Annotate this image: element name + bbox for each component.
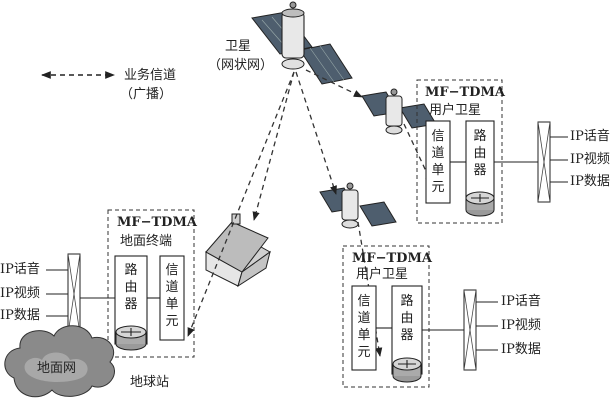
ip-interface-left-icon — [46, 253, 81, 346]
ip-interface-top-icon — [537, 121, 568, 203]
service-left-video: IP视频 — [0, 286, 40, 301]
ground-network-label: 地面网 — [37, 361, 77, 376]
router-top-icon — [465, 191, 495, 217]
ground-terminal-title: MF−TDMA — [117, 215, 197, 230]
ip-interface-bottom-icon — [463, 289, 498, 371]
user-terminal-top-subtitle: 用户卫星 — [429, 103, 482, 118]
channel-unit-ground-label: 信道单元 — [165, 263, 179, 329]
user-satellite-bottom-icon — [319, 182, 397, 229]
service-top-voice: IP话音 — [570, 129, 610, 144]
service-left-voice: IP话音 — [0, 262, 40, 277]
user-terminal-bottom-box — [342, 245, 430, 388]
user-terminal-top-title: MF−TDMA — [425, 85, 505, 100]
channel-unit-bottom-label: 信道单元 — [357, 294, 371, 360]
service-bottom-voice: IP话音 — [501, 294, 541, 309]
user-terminal-top-box — [416, 79, 503, 224]
house-icon — [205, 213, 271, 288]
channel-unit-top-box — [425, 120, 451, 204]
main-satellite-icon — [251, 1, 353, 85]
channel-unit-top-label: 信道单元 — [431, 129, 445, 195]
router-ground-icon — [115, 325, 147, 351]
legend-label-line2: （广播） — [120, 87, 173, 102]
router-bottom-icon — [392, 357, 422, 383]
service-top-data: IP数据 — [570, 174, 610, 189]
satellite-network-type: （网状网） — [208, 58, 274, 73]
user-terminal-bottom-subtitle: 用户卫星 — [356, 267, 409, 282]
service-bottom-video: IP视频 — [501, 318, 541, 333]
ground-terminal-box — [107, 209, 195, 358]
user-terminal-bottom-title: MF−TDMA — [352, 251, 432, 266]
service-top-video: IP视频 — [570, 152, 610, 167]
ground-network-cloud-icon — [4, 325, 115, 398]
router-bottom-label: 路由器 — [400, 294, 414, 343]
service-left-data: IP数据 — [0, 308, 40, 323]
earth-station-label: 地球站 — [130, 375, 170, 390]
router-ground-label: 路由器 — [124, 263, 138, 312]
router-top-label: 路由器 — [473, 129, 487, 178]
legend-label-line1: 业务信道 — [124, 68, 177, 83]
service-bottom-data: IP数据 — [501, 342, 541, 357]
channel-unit-bottom-box — [351, 285, 377, 371]
ground-terminal-subtitle: 地面终端 — [120, 234, 173, 249]
satellite-name: 卫星 — [225, 39, 252, 54]
